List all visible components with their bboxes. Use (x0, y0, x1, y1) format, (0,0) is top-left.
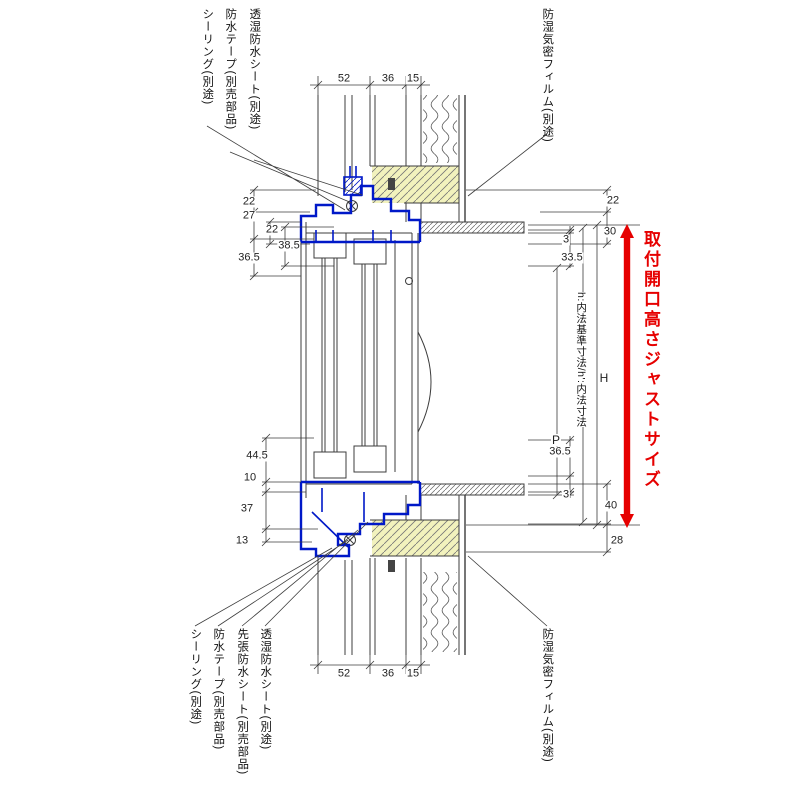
handle-arc (417, 331, 432, 433)
dim-bottom-0: 52 (336, 667, 352, 680)
glass-wool-top (423, 95, 457, 163)
dim-bottom-1: 36 (380, 667, 396, 680)
dim-right-bottom-3: 28 (609, 534, 625, 547)
dim-right-top-0: 22 (605, 194, 621, 207)
wall-section-top (317, 95, 525, 234)
dim-right-bottom-1: 3 (561, 488, 571, 501)
dim-left-top-3: 38.5 (277, 239, 301, 252)
fastener-bottom (388, 560, 395, 572)
fastener-top (388, 178, 395, 190)
dim-left-top-4: 36.5 (237, 251, 261, 264)
dim-left-top-2: 22 (264, 223, 280, 236)
dim-left-bottom-3: 13 (234, 534, 250, 547)
dim-bottom-2: 15 (405, 667, 421, 680)
opening-height-note: 取付開口高さジャストサイズ (641, 230, 660, 490)
dim-left-bottom-2: 37 (239, 502, 255, 515)
dim-left-top-0: 22 (241, 195, 257, 208)
dim-left-top-1: 27 (241, 209, 257, 222)
dim-top-0: 52 (336, 72, 352, 85)
frame-profiles (299, 166, 422, 558)
pitch-mark: P (550, 433, 562, 447)
label-vapor-film-bottom: 防湿気密フィルム(別途) (541, 628, 554, 763)
height-mark: H (598, 371, 610, 385)
dim-right-top-3: 33.5 (560, 251, 584, 264)
label-vapor-film-top: 防湿気密フィルム(別途) (541, 8, 554, 143)
wall-section-bottom (317, 483, 525, 655)
dim-left-bottom-0: 44.5 (245, 449, 269, 462)
dim-right-bottom-2: 40 (603, 499, 619, 512)
label-pre-applied-sheet-bottom: 先張防水シート(別売部品) (236, 628, 249, 776)
sashes-and-glass (300, 178, 432, 572)
dim-top-1: 36 (380, 72, 396, 85)
interior-trim-top (419, 221, 525, 234)
inner-dimension-note: h:内法基準寸法/h':内法寸法 (575, 292, 588, 428)
opening-height-arrow (620, 224, 634, 528)
glass-wool-bottom (423, 572, 457, 652)
label-waterproof-tape-top: 防水テープ(別売部品) (224, 8, 237, 131)
insulation-highlights (372, 95, 459, 652)
interior-trim-bottom (419, 483, 525, 496)
dim-right-bottom-0: 36.5 (548, 445, 572, 458)
label-waterproof-tape-bottom: 防水テープ(別売部品) (212, 628, 225, 751)
label-sealing-top: シーリング(別途) (201, 8, 214, 106)
label-breathable-sheet-bottom: 透湿防水シート(別途) (259, 628, 272, 751)
dim-right-top-2: 3 (561, 233, 571, 246)
leader-lines (194, 125, 548, 627)
dim-top-2: 15 (405, 72, 421, 85)
label-sealing-bottom: シーリング(別途) (189, 628, 202, 726)
label-breathable-sheet-top: 透湿防水シート(別途) (248, 8, 261, 131)
sill-frame-profile (299, 482, 422, 558)
dim-left-bottom-1: 10 (242, 471, 258, 484)
dim-right-top-1: 30 (602, 225, 618, 238)
